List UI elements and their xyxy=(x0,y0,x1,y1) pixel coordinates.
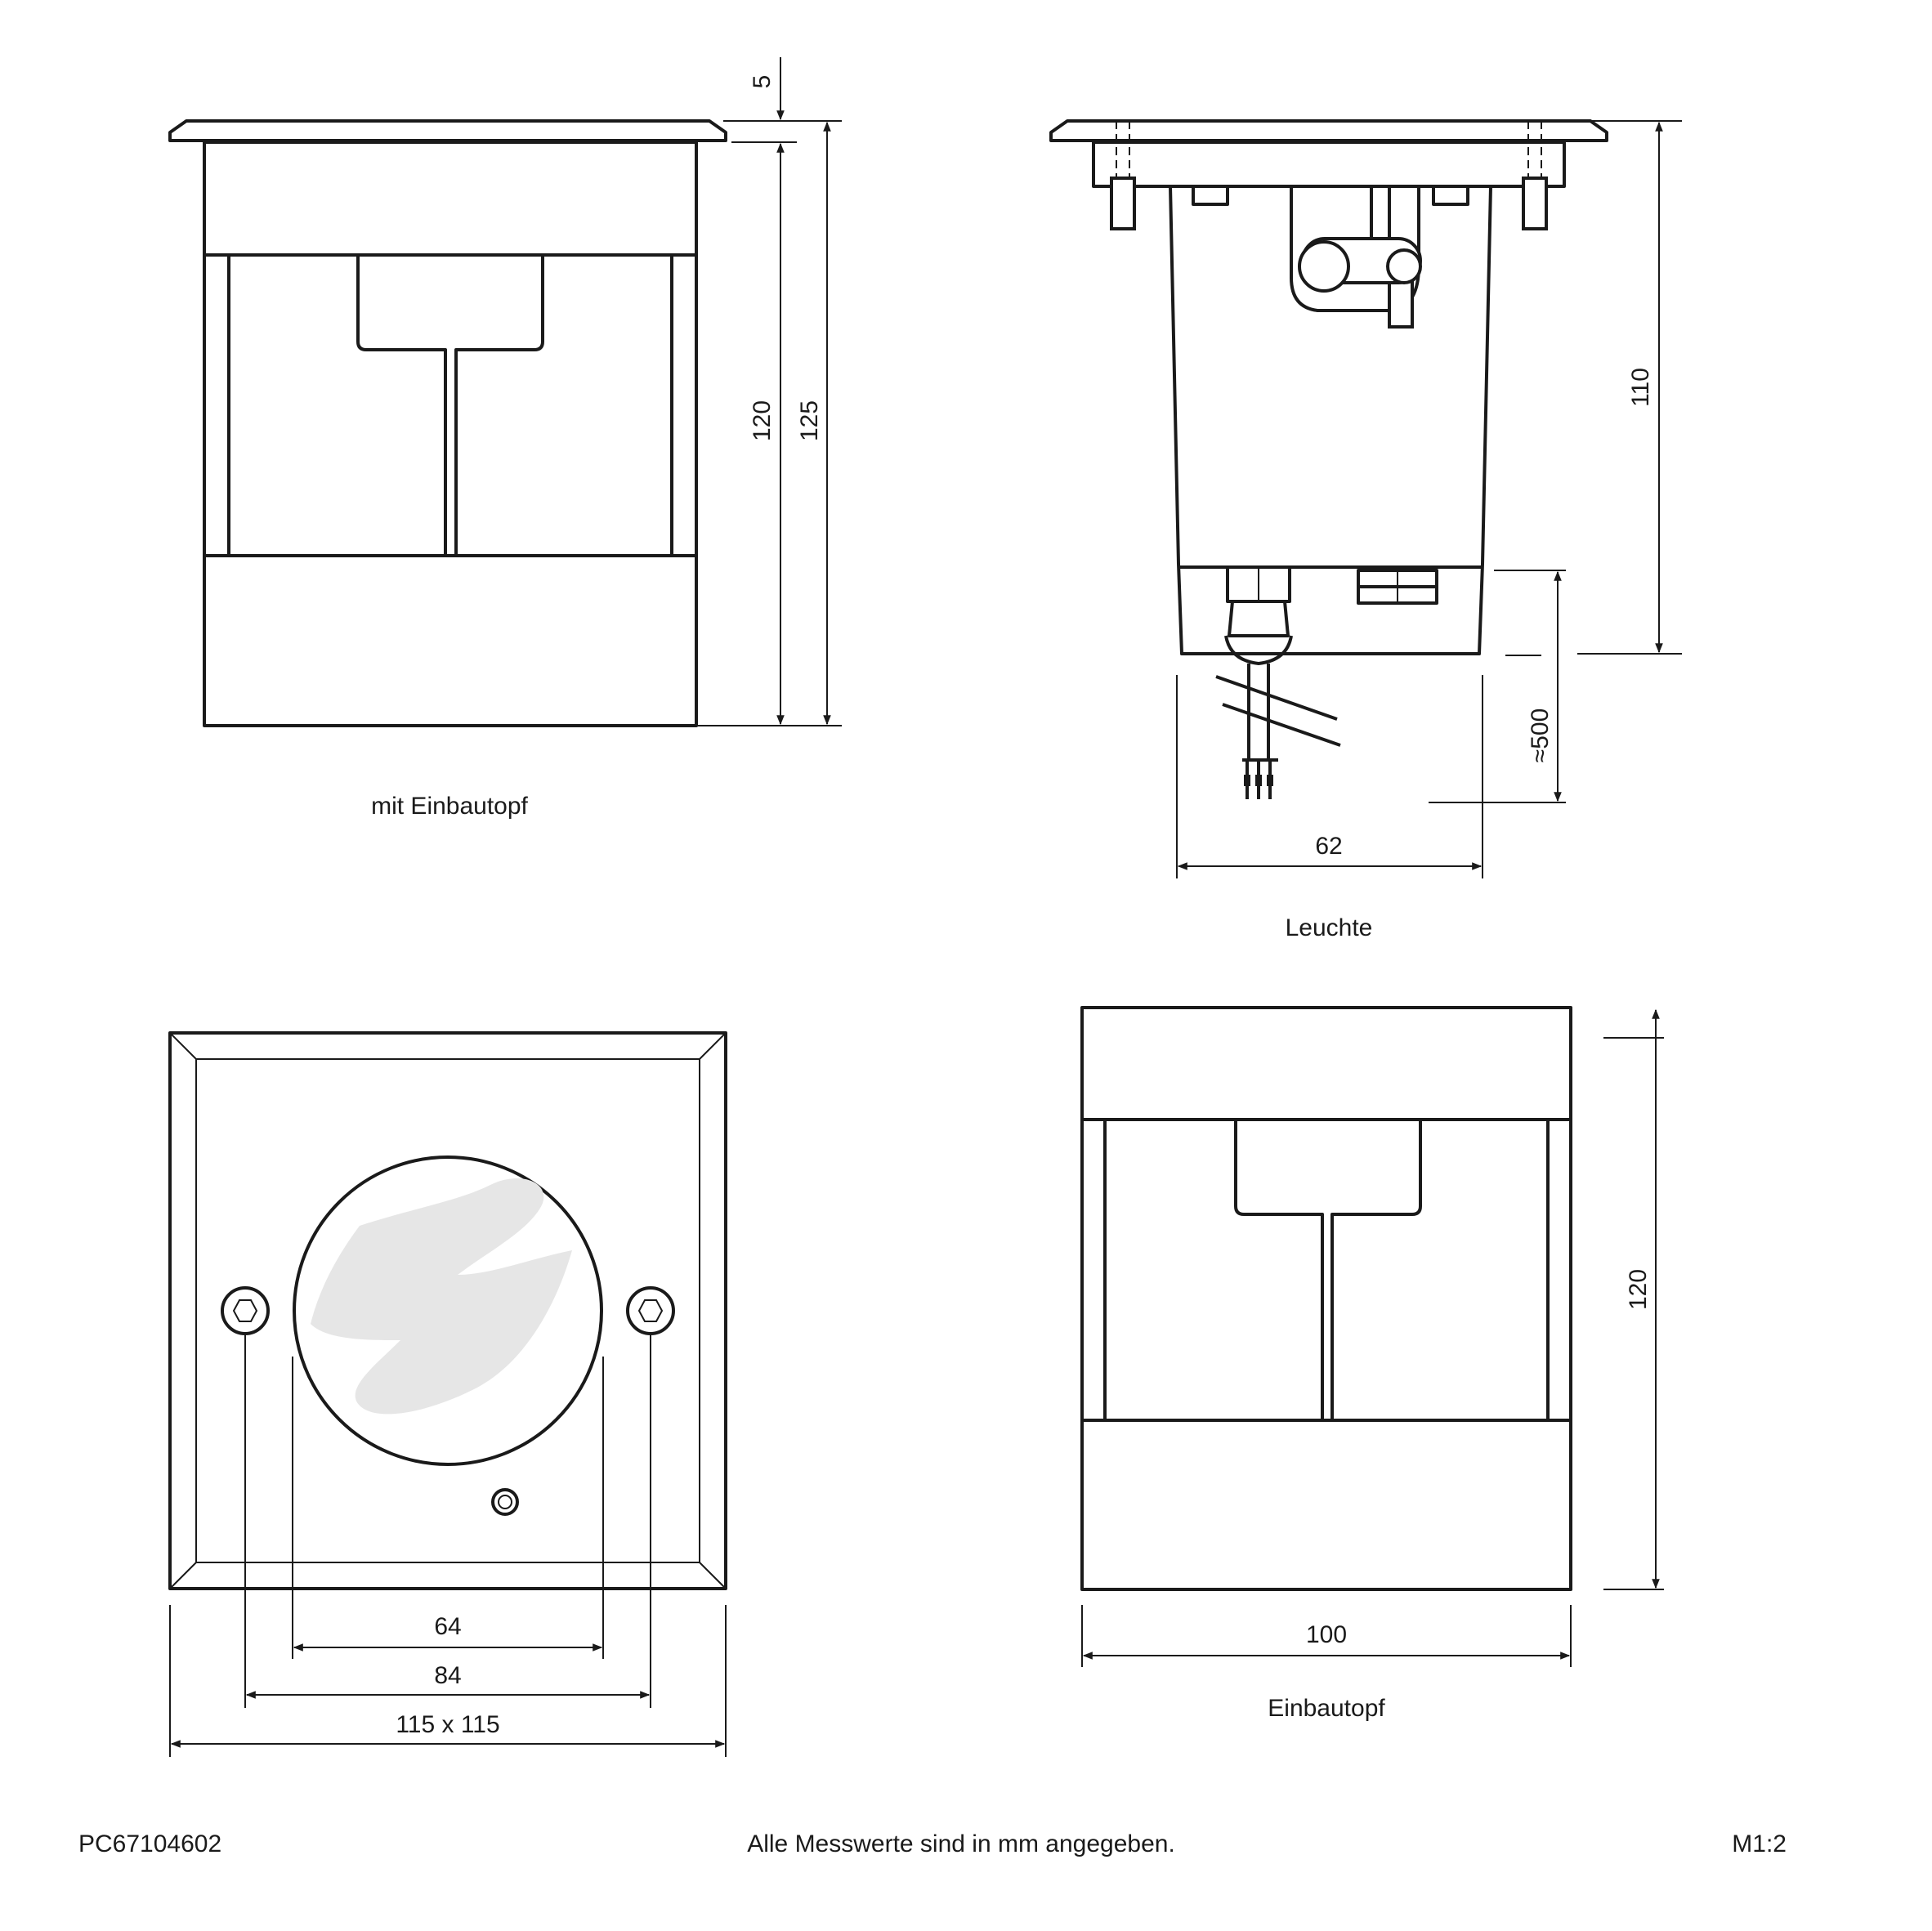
dim-body-label: 120 xyxy=(749,400,776,441)
top-view: 64 84 115 x 115 xyxy=(168,1031,727,1757)
caption-luminaire: Leuchte xyxy=(1286,914,1373,941)
dim-lens-label: 64 xyxy=(434,1613,461,1640)
luminaire-body xyxy=(1169,186,1492,655)
housing-left-slot xyxy=(1103,1118,1324,1420)
small-screw-icon xyxy=(491,1488,519,1516)
dim-total-label: 125 xyxy=(796,400,823,441)
housing-outline xyxy=(1080,1006,1572,1591)
top-flange xyxy=(168,119,727,142)
caption-side-view: mit Einbautopf xyxy=(371,793,528,820)
dim-housing-height-label: 120 xyxy=(1625,1269,1652,1310)
dim-housing-width-label: 100 xyxy=(1306,1621,1347,1648)
dim-width-label: 62 xyxy=(1315,833,1342,860)
measurement-note: Alle Messwerte sind in mm angegeben. xyxy=(747,1830,1175,1857)
left-clip xyxy=(1110,177,1136,230)
right-clip xyxy=(1522,177,1548,230)
cover-frame-inner xyxy=(195,1058,700,1563)
screw-head xyxy=(1298,240,1350,293)
scale-label: M1:2 xyxy=(1732,1830,1787,1857)
dim-frame-label: 115 x 115 xyxy=(396,1711,499,1738)
housing-right-cutout xyxy=(454,253,673,556)
left-screw-icon xyxy=(221,1286,270,1335)
dim-top-label: 5 xyxy=(749,75,776,89)
side-view-with-housing: 5 120 125 mit Einbautopf xyxy=(168,57,842,820)
luminaire-view: 110 ≈500 62 Leuchte xyxy=(1049,119,1682,941)
article-number: PC67104602 xyxy=(78,1830,221,1857)
dim-cable-label: ≈500 xyxy=(1527,708,1554,763)
dim-screws-label: 84 xyxy=(434,1662,461,1689)
housing-left-cutout xyxy=(227,253,447,556)
lens-reflection xyxy=(311,1178,572,1415)
dim-height-label: 110 xyxy=(1627,368,1654,407)
housing-body xyxy=(203,141,698,727)
housing-view: 120 100 Einbautopf xyxy=(1080,1006,1664,1722)
cover-frame-outer xyxy=(168,1031,727,1590)
housing-right-slot xyxy=(1330,1118,1550,1420)
caption-housing: Einbautopf xyxy=(1268,1695,1385,1722)
right-screw-icon xyxy=(626,1286,675,1335)
luminaire-flange xyxy=(1049,119,1608,142)
footer: PC67104602 Alle Messwerte sind in mm ang… xyxy=(78,1830,1787,1857)
